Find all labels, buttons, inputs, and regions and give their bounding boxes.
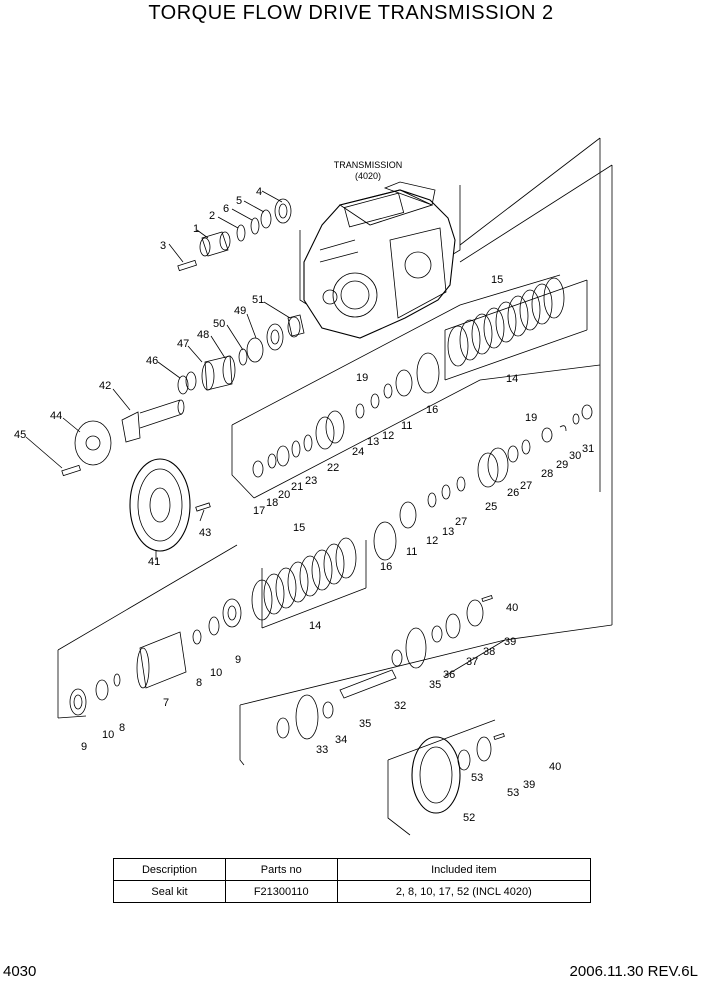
callout-53b: 53 bbox=[471, 772, 483, 784]
callout-15a: 15 bbox=[491, 274, 503, 286]
callout-36: 36 bbox=[443, 669, 455, 681]
callout-33: 33 bbox=[316, 744, 328, 756]
callout-11a: 11 bbox=[401, 420, 412, 432]
callout-32: 32 bbox=[394, 700, 406, 712]
callout-12a: 12 bbox=[382, 430, 394, 442]
callout-29: 29 bbox=[556, 459, 568, 471]
callout-8b: 8 bbox=[119, 722, 125, 734]
transmission-label-line2: (4020) bbox=[355, 171, 381, 181]
callout-13a: 13 bbox=[367, 436, 379, 448]
callout-50: 50 bbox=[213, 318, 225, 330]
callout-19b: 19 bbox=[525, 412, 537, 424]
callout-10b: 10 bbox=[102, 729, 114, 741]
callout-8a: 8 bbox=[196, 677, 202, 689]
callout-40b: 40 bbox=[549, 761, 561, 773]
callout-2: 2 bbox=[209, 210, 215, 222]
callout-37: 37 bbox=[466, 656, 478, 668]
callout-18: 18 bbox=[266, 497, 278, 509]
callout-41: 41 bbox=[148, 556, 160, 568]
callout-5: 5 bbox=[236, 195, 242, 207]
page-title: TORQUE FLOW DRIVE TRANSMISSION 2 bbox=[148, 2, 554, 24]
callout-13b: 13 bbox=[442, 526, 454, 538]
callout-9b: 9 bbox=[81, 741, 87, 753]
callout-23: 23 bbox=[305, 475, 317, 487]
callout-14a: 14 bbox=[506, 373, 518, 385]
callout-11b: 11 bbox=[406, 546, 417, 558]
callout-4: 4 bbox=[256, 186, 262, 198]
callout-12b: 12 bbox=[426, 535, 438, 547]
callout-28: 28 bbox=[541, 468, 553, 480]
callout-42: 42 bbox=[99, 380, 111, 392]
callout-25: 25 bbox=[485, 501, 497, 513]
callout-27a: 27 bbox=[520, 480, 532, 492]
callout-27b: 27 bbox=[455, 516, 467, 528]
table-row: Seal kit F21300110 2, 8, 10, 17, 52 (INC… bbox=[113, 880, 592, 903]
callout-46: 46 bbox=[146, 355, 158, 367]
seal-kit-table: Description Parts no Included item Seal … bbox=[113, 858, 592, 903]
callout-38: 38 bbox=[483, 646, 495, 658]
callout-14b: 14 bbox=[309, 620, 321, 632]
callout-52: 52 bbox=[463, 812, 475, 824]
callout-48: 48 bbox=[197, 329, 209, 341]
callout-40a: 40 bbox=[506, 602, 518, 614]
callout-34: 34 bbox=[335, 734, 347, 746]
table-header-row: Description Parts no Included item bbox=[113, 858, 592, 881]
callout-31: 31 bbox=[582, 443, 594, 455]
callout-20: 20 bbox=[278, 489, 290, 501]
callout-10a: 10 bbox=[210, 667, 222, 679]
cell-description: Seal kit bbox=[113, 880, 226, 903]
callout-6: 6 bbox=[223, 203, 229, 215]
callout-16b: 16 bbox=[380, 561, 392, 573]
transmission-label-line1: TRANSMISSION bbox=[334, 160, 403, 170]
cell-parts-no: F21300110 bbox=[224, 880, 338, 903]
callout-21: 21 bbox=[291, 481, 303, 493]
callout-44: 44 bbox=[50, 410, 62, 422]
callout-35b: 35 bbox=[359, 718, 371, 730]
column-parts-no: Parts no bbox=[224, 858, 338, 881]
callout-17: 17 bbox=[253, 505, 265, 517]
callout-22: 22 bbox=[327, 462, 339, 474]
callout-39b: 39 bbox=[523, 779, 535, 791]
callout-30: 30 bbox=[569, 450, 581, 462]
callout-26: 26 bbox=[507, 487, 519, 499]
column-included-item: Included item bbox=[336, 858, 592, 881]
part-callouts: 1 2 3 4 5 6 7 8 8 9 9 10 10 11 11 12 12 … bbox=[14, 186, 594, 824]
callout-51: 51 bbox=[252, 294, 264, 306]
callout-1: 1 bbox=[193, 223, 199, 235]
callout-24: 24 bbox=[352, 446, 364, 458]
column-description: Description bbox=[113, 858, 226, 881]
revision-date: 2006.11.30 REV.6L bbox=[569, 963, 698, 980]
callout-45: 45 bbox=[14, 429, 26, 441]
callout-9a: 9 bbox=[235, 654, 241, 666]
callout-35a: 35 bbox=[429, 679, 441, 691]
callout-15b: 15 bbox=[293, 522, 305, 534]
callout-47: 47 bbox=[177, 338, 189, 350]
callout-39a: 39 bbox=[504, 636, 516, 648]
cell-included-item: 2, 8, 10, 17, 52 (INCL 4020) bbox=[336, 880, 592, 903]
callout-19a: 19 bbox=[356, 372, 368, 384]
callout-53a: 53 bbox=[507, 787, 519, 799]
callout-7: 7 bbox=[163, 697, 169, 709]
callout-49: 49 bbox=[234, 305, 246, 317]
callout-16a: 16 bbox=[426, 404, 438, 416]
callout-3: 3 bbox=[160, 240, 166, 252]
callout-43: 43 bbox=[199, 527, 211, 539]
page-number: 4030 bbox=[3, 963, 37, 980]
